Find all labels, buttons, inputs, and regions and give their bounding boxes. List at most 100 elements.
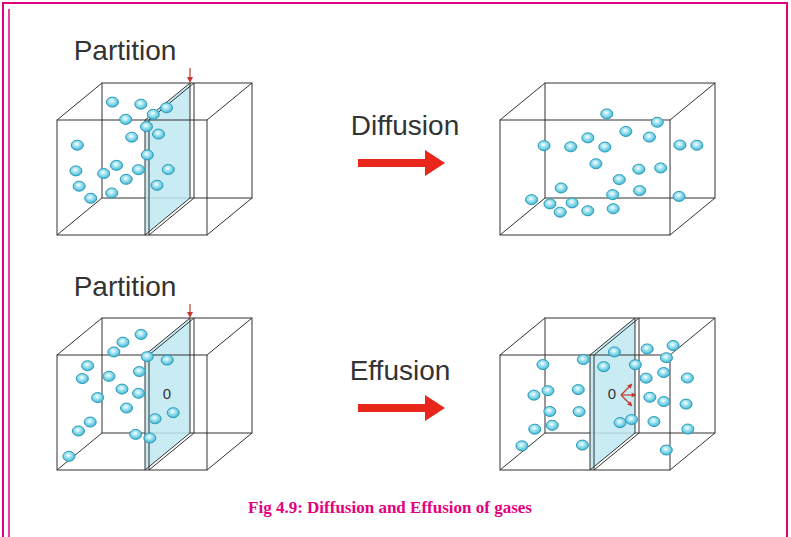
gas-molecule (151, 180, 163, 190)
pointer-arrow (187, 312, 193, 318)
gas-molecule (85, 193, 97, 203)
gas-molecule (674, 140, 686, 150)
box-front-face (57, 120, 207, 235)
box-edge (670, 198, 715, 235)
gas-molecule (554, 207, 566, 217)
gas-molecule (76, 374, 88, 384)
gas-molecule (63, 451, 75, 461)
box-edge (500, 433, 545, 470)
gas-molecule (577, 355, 589, 365)
gas-molecule (640, 373, 652, 383)
partition-wall (145, 83, 190, 235)
escape-arrow (632, 392, 636, 397)
gas-molecule (660, 445, 672, 455)
gas-molecule (673, 191, 685, 201)
gas-molecule (641, 344, 653, 354)
process-label: Effusion (350, 356, 451, 387)
gas-molecule (106, 188, 118, 198)
gas-molecule (133, 388, 145, 398)
gas-molecule (629, 360, 641, 370)
gas-molecule (82, 361, 94, 371)
gas-molecule (601, 109, 613, 119)
escape-arrow (621, 384, 632, 395)
box-edge (57, 318, 102, 355)
box-back-face (545, 83, 715, 198)
gas-molecule (167, 408, 179, 418)
gas-molecule (130, 429, 142, 439)
gas-molecule (599, 142, 611, 152)
hole-label: 0 (608, 386, 616, 403)
partition-wall (594, 318, 639, 470)
gas-molecule (120, 174, 132, 184)
gas-molecule (149, 414, 161, 424)
gas-molecule (528, 390, 540, 400)
gas-molecule (598, 362, 610, 372)
box-edge (207, 318, 252, 355)
gas-molecule (658, 368, 670, 378)
gas-molecule (546, 420, 558, 430)
gas-molecule (73, 181, 85, 191)
gas-molecule (84, 417, 96, 427)
gas-molecule (607, 190, 619, 200)
gas-molecule (582, 206, 594, 216)
gas-molecule (538, 141, 550, 151)
gas-molecule (92, 393, 104, 403)
gas-molecule (648, 417, 660, 427)
box-front-face (500, 355, 670, 470)
gas-molecule (141, 352, 153, 362)
gas-molecule (526, 195, 538, 205)
box-edge (207, 433, 252, 470)
gas-molecule (614, 418, 626, 428)
gas-molecule (566, 198, 578, 208)
gas-molecule (555, 183, 567, 193)
gas-molecule (660, 353, 672, 363)
gas-molecule (590, 159, 602, 169)
gas-molecule (133, 367, 145, 377)
gas-molecule (116, 384, 128, 394)
box-edge (207, 198, 252, 235)
border-line (3, 3, 787, 537)
gas-molecule (572, 385, 584, 395)
partition-label: Partition (74, 36, 177, 67)
gas-molecule (111, 160, 123, 170)
gas-molecule (108, 347, 120, 357)
container-box (500, 83, 715, 235)
pointer-arrow (187, 77, 193, 83)
gas-molecule (582, 133, 594, 143)
box-edge (57, 433, 102, 470)
gas-molecule (160, 103, 172, 113)
partition-wall (590, 318, 635, 470)
gas-molecule (117, 337, 129, 347)
gas-molecule (608, 347, 620, 357)
partition-wall (145, 318, 190, 470)
gas-molecule (655, 163, 667, 173)
gas-molecule (98, 169, 110, 179)
gas-molecule (620, 126, 632, 136)
gas-molecule (141, 150, 153, 160)
gas-molecule (544, 406, 556, 416)
escape-arrow (627, 384, 632, 389)
container-box (57, 318, 252, 470)
gas-molecule (153, 129, 165, 139)
escape-arrow (621, 395, 632, 406)
pointer-arrow (189, 304, 190, 313)
gas-molecule (544, 199, 556, 209)
gas-molecule (71, 140, 83, 150)
gas-molecule (147, 109, 159, 119)
partition-label: Partition (74, 272, 177, 303)
gas-molecule (634, 186, 646, 196)
gas-molecule (576, 440, 588, 450)
gas-molecule (140, 122, 152, 132)
gas-molecule (644, 392, 656, 402)
box-front-face (57, 355, 207, 470)
gas-containers (57, 83, 715, 470)
box-front-face (500, 120, 670, 235)
hole-label: 0 (163, 386, 171, 403)
gas-molecule (121, 403, 133, 413)
gas-molecule (529, 424, 541, 434)
box-edge (500, 83, 545, 120)
gas-molecule (120, 114, 132, 124)
gas-molecule (516, 441, 528, 451)
gas-molecule (135, 329, 147, 339)
